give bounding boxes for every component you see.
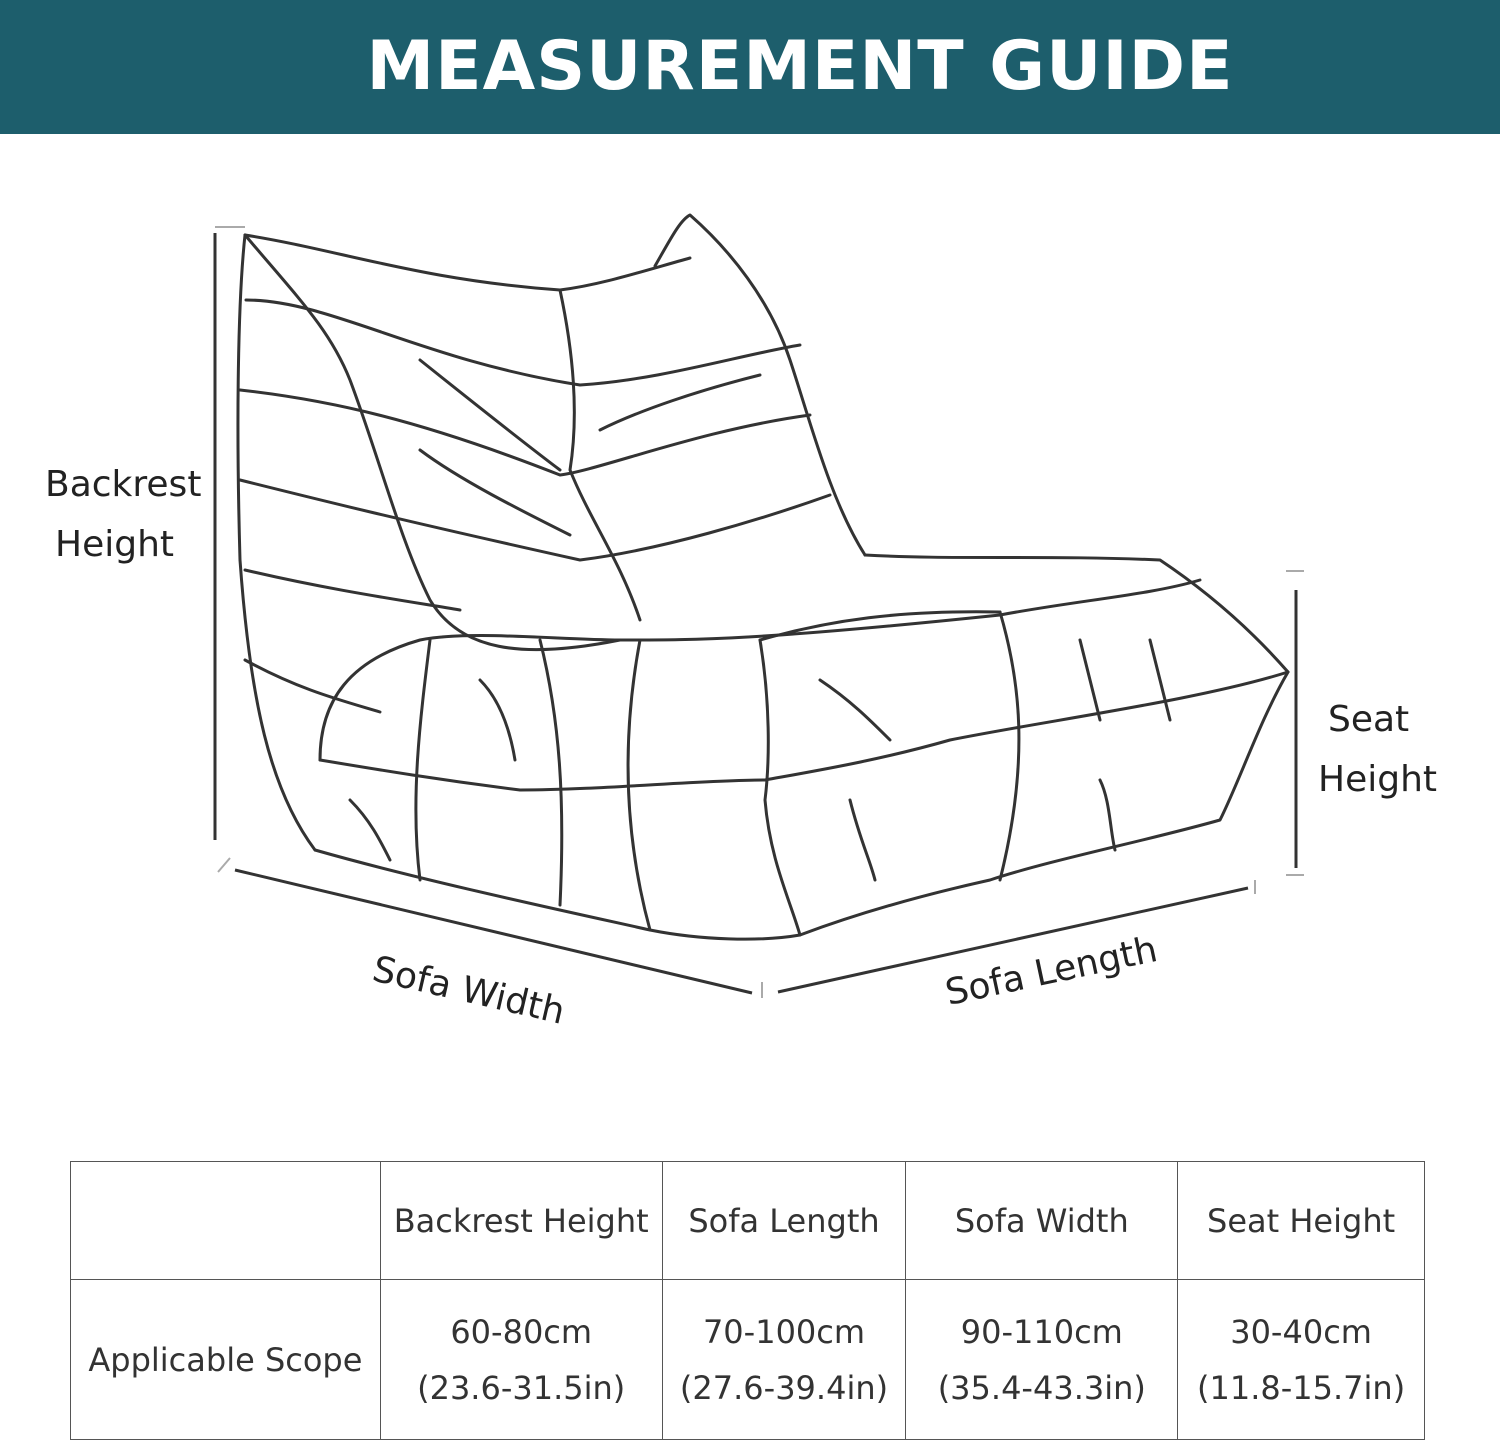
header-banner xyxy=(0,0,1500,134)
table-header-cell: Sofa Length xyxy=(661,1161,907,1280)
cell-cm: 30-40cm xyxy=(1230,1312,1372,1351)
table-row: Applicable Scope 60-80cm (23.6-31.5in) 7… xyxy=(70,1279,1425,1440)
seat-height-label: Seat Height xyxy=(1318,690,1458,810)
backrest-height-label: Backrest Height xyxy=(45,455,225,575)
table-header-cell xyxy=(70,1161,381,1280)
seat-label-line1: Seat xyxy=(1328,699,1410,740)
table-cell: 30-40cm (11.8-15.7in) xyxy=(1177,1279,1425,1440)
cell-cm: 90-110cm xyxy=(960,1312,1123,1351)
sofa-length-line xyxy=(777,886,1249,994)
table-cell: 90-110cm (35.4-43.3in) xyxy=(905,1279,1179,1440)
table-header-row: Backrest Height Sofa Length Sofa Width S… xyxy=(70,1161,1425,1280)
measurement-table: Backrest Height Sofa Length Sofa Width S… xyxy=(70,1161,1425,1440)
measurement-table-wrap: Backrest Height Sofa Length Sofa Width S… xyxy=(70,1161,1425,1440)
backrest-label-line2: Height xyxy=(55,524,175,565)
seat-label-line2: Height xyxy=(1318,759,1438,800)
dimension-lines xyxy=(213,226,1304,998)
row-label: Applicable Scope xyxy=(70,1279,381,1440)
cell-in: (35.4-43.3in) xyxy=(937,1368,1146,1407)
table-header-cell: Sofa Width xyxy=(905,1161,1179,1280)
sofa-outline-icon xyxy=(236,213,1290,941)
sofa-width-line xyxy=(234,868,753,995)
cell-in: (23.6-31.5in) xyxy=(417,1368,626,1407)
table-header-cell: Backrest Height xyxy=(379,1161,663,1280)
table-cell: 60-80cm (23.6-31.5in) xyxy=(379,1279,663,1440)
sofa-illustration xyxy=(213,213,1304,998)
table-header-cell: Seat Height xyxy=(1177,1161,1425,1280)
table-cell: 70-100cm (27.6-39.4in) xyxy=(661,1279,907,1440)
cell-in: (11.8-15.7in) xyxy=(1196,1368,1406,1407)
backrest-label-line1: Backrest xyxy=(45,464,202,505)
cell-in: (27.6-39.4in) xyxy=(679,1368,889,1407)
cell-cm: 70-100cm xyxy=(702,1312,866,1351)
cell-cm: 60-80cm xyxy=(450,1312,593,1351)
page-title: MEASUREMENT GUIDE xyxy=(366,27,1234,106)
